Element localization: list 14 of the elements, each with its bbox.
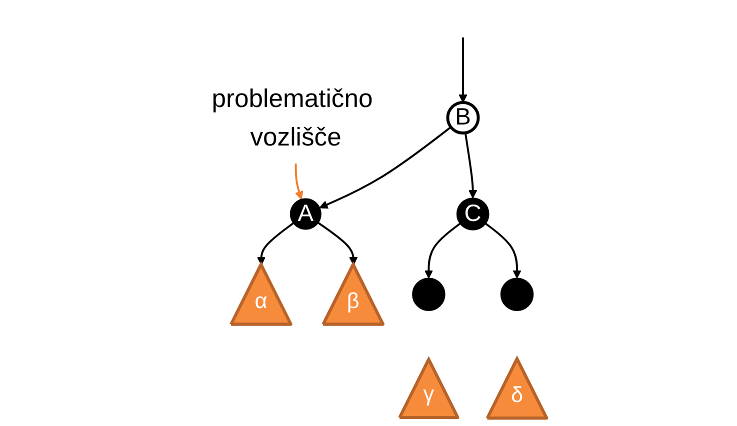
node-circle bbox=[500, 278, 534, 311]
node-text: problematično vozlišče bbox=[212, 83, 373, 152]
node-circle: B bbox=[446, 101, 480, 135]
arrow bbox=[485, 222, 522, 279]
node-circle: A bbox=[290, 198, 322, 230]
arrow bbox=[257, 222, 294, 266]
arrow bbox=[458, 37, 468, 103]
arrow bbox=[424, 222, 461, 279]
node-circle bbox=[412, 278, 446, 311]
arrow bbox=[318, 222, 358, 266]
arrow bbox=[295, 164, 304, 200]
node-circle: C bbox=[456, 198, 490, 230]
arrow bbox=[464, 132, 478, 198]
arrow bbox=[319, 126, 452, 209]
